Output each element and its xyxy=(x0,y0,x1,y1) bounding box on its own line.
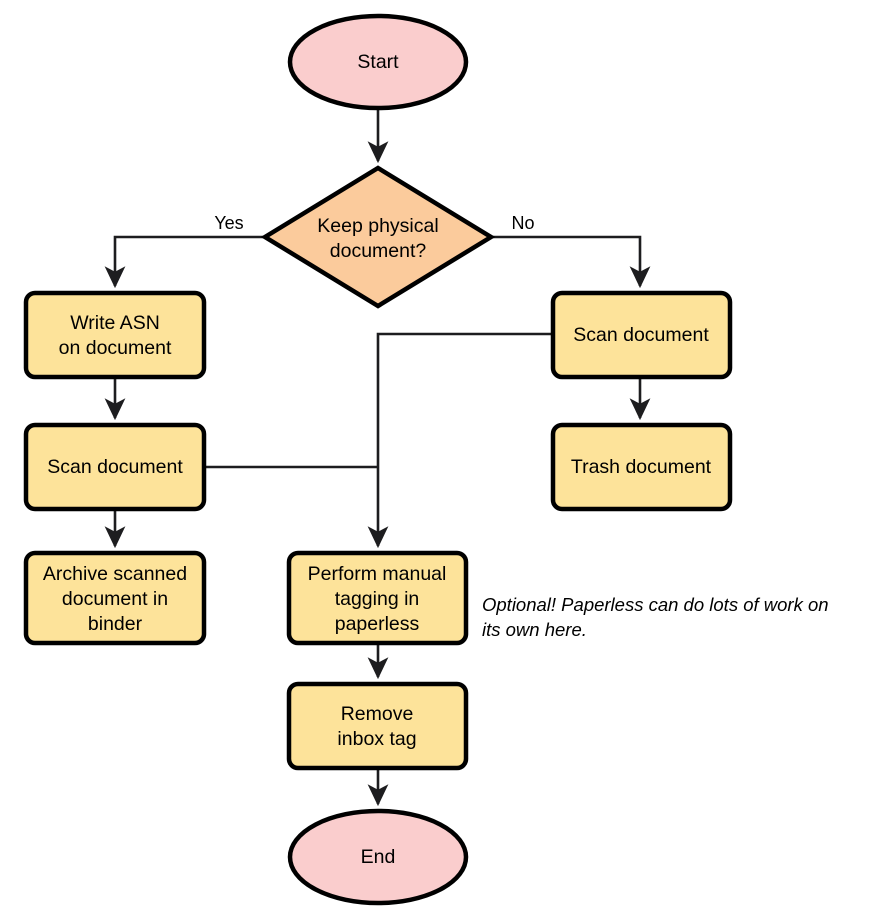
trash-document-label: Trash document xyxy=(571,456,712,478)
node-keep-physical-document[interactable]: Keep physical document? xyxy=(260,165,496,309)
connector-layer xyxy=(104,108,651,807)
node-archive-binder[interactable]: Archive scanned document in binder xyxy=(23,550,207,646)
archive-binder-label-line-3: binder xyxy=(88,613,143,635)
manual-tagging-label-line-3: paperless xyxy=(335,613,420,635)
node-scan-document-left[interactable]: Scan document xyxy=(23,422,207,512)
write-asn-label-line-1: Write ASN xyxy=(70,312,160,334)
node-end[interactable]: End xyxy=(287,808,469,906)
manual-tagging-label-line-1: Perform manual xyxy=(308,563,447,585)
node-write-asn[interactable]: Write ASN on document xyxy=(23,290,207,380)
scan-document-left-label: Scan document xyxy=(47,456,183,478)
node-layer: Start Keep physical document? Yes No Wri… xyxy=(23,13,829,906)
optional-note-line-1: Optional! Paperless can do lots of work … xyxy=(482,594,829,615)
edge-scan-right-to-tagging xyxy=(367,332,553,549)
decision-label-line-2: document? xyxy=(330,240,427,262)
scan-document-left-box[interactable] xyxy=(23,422,207,512)
node-trash-document[interactable]: Trash document xyxy=(550,422,733,512)
archive-binder-label-line-2: document in xyxy=(62,588,168,610)
node-manual-tagging[interactable]: Perform manual tagging in paperless xyxy=(286,550,469,646)
edge-decision-to-scan-right xyxy=(491,235,651,289)
manual-tagging-box[interactable] xyxy=(286,550,469,646)
scan-document-right-label: Scan document xyxy=(573,324,709,346)
write-asn-label-line-2: on document xyxy=(59,337,172,359)
end-label: End xyxy=(361,846,396,868)
archive-binder-box[interactable] xyxy=(23,550,207,646)
scan-document-right-box[interactable] xyxy=(550,290,733,380)
end-ellipse[interactable] xyxy=(287,808,469,906)
remove-inbox-tag-label-line-1: Remove xyxy=(341,703,414,725)
start-ellipse[interactable] xyxy=(287,13,469,111)
write-asn-box[interactable] xyxy=(23,290,207,380)
edge-decision-to-write-asn xyxy=(104,235,265,289)
remove-inbox-tag-box[interactable] xyxy=(286,681,469,771)
optional-note-line-2: its own here. xyxy=(482,619,587,640)
edge-label-no: No xyxy=(511,213,534,233)
decision-label-line-1: Keep physical xyxy=(317,215,438,237)
trash-document-box[interactable] xyxy=(550,422,733,512)
annotation-optional-note: Optional! Paperless can do lots of work … xyxy=(482,594,829,640)
node-scan-document-right[interactable]: Scan document xyxy=(550,290,733,380)
remove-inbox-tag-label-line-2: inbox tag xyxy=(337,728,416,750)
archive-binder-label-line-1: Archive scanned xyxy=(43,563,187,585)
edge-label-yes: Yes xyxy=(214,213,243,233)
node-remove-inbox-tag[interactable]: Remove inbox tag xyxy=(286,681,469,771)
start-label: Start xyxy=(357,51,399,73)
node-start[interactable]: Start xyxy=(287,13,469,111)
decision-diamond[interactable] xyxy=(260,165,496,309)
manual-tagging-label-line-2: tagging in xyxy=(335,588,420,610)
